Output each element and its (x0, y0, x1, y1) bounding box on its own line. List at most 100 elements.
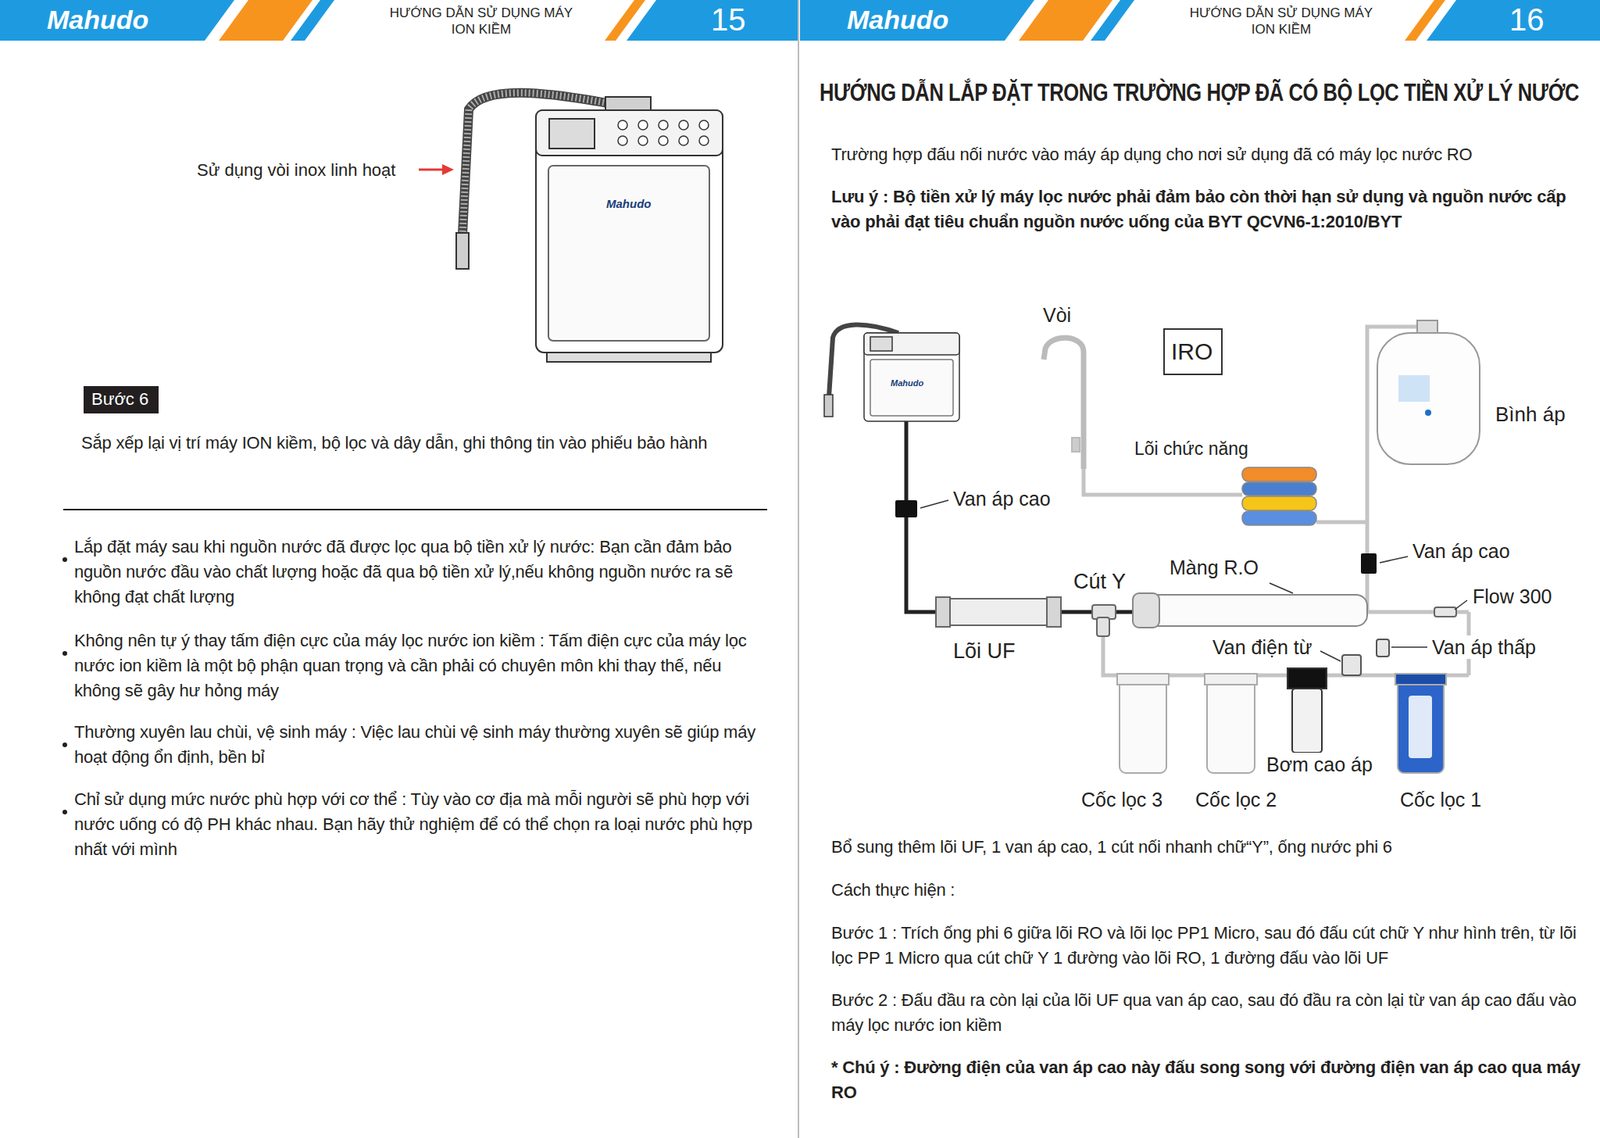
faucet (1071, 437, 1080, 452)
step-text: Bước 1 : Trích ống phi 6 giữa lõi RO và … (831, 920, 1582, 971)
solenoid-valves (1376, 639, 1390, 657)
bullet-text: Chỉ sử dụng mức nước phù hợp với cơ thể … (74, 786, 762, 862)
part-label: Lõi UF (951, 638, 1018, 664)
ion-machine (456, 92, 723, 362)
ion-machine (535, 110, 723, 353)
ion-machine (617, 120, 628, 130)
ion-machine-small (864, 332, 960, 355)
header-bar (0, 0, 235, 41)
ion-machine (638, 120, 648, 130)
uf-filter (935, 598, 1061, 625)
bullet-dots (62, 650, 68, 656)
uf-filter (935, 596, 950, 627)
function-filters (1242, 467, 1317, 525)
ion-machine (617, 120, 709, 146)
filter-housings (1119, 678, 1167, 773)
machine-logo: Mahudo (606, 196, 652, 211)
pointer-arrow (418, 168, 444, 172)
ro-membrane (1132, 594, 1368, 626)
faucet (1043, 337, 1084, 469)
part-label: Van áp cao (1410, 539, 1512, 563)
brand-logo: Mahudo (46, 3, 149, 36)
ion-machine (617, 135, 628, 146)
part-label: Cốc lọc 3 (1079, 787, 1165, 811)
node-text: Bước 6 (91, 389, 151, 410)
function-filters (1242, 496, 1317, 511)
leader-lines (1320, 650, 1341, 661)
note-text: Lưu ý : Bộ tiền xử lý máy lọc nước phải … (831, 184, 1582, 235)
part-label: Van điện từ (1210, 635, 1314, 659)
body-text: Bổ sung thêm lõi UF, 1 van áp cao, 1 cút… (831, 834, 1582, 860)
ion-machine (546, 352, 711, 362)
ion-machine (456, 232, 469, 269)
leader-lines (1454, 600, 1468, 610)
intro-text: Trường hợp đấu nối nước vào máy áp dụng … (831, 142, 1582, 168)
solenoid-valves (1342, 639, 1390, 675)
part-label: Màng R.O (1167, 555, 1261, 579)
page-number: 15 (710, 1, 747, 38)
filter-housings (1207, 678, 1255, 773)
page-divider (797, 0, 800, 1138)
header-bar (1426, 0, 1600, 41)
ion-machine (658, 120, 668, 130)
body-text: Cách thực hiện : (831, 877, 1582, 903)
faucet (1043, 337, 1084, 469)
ion-machine (678, 120, 689, 130)
header-text: HƯỚNG DẪN SỬ DỤNG MÁY ION KIỀM (1187, 4, 1375, 38)
ion-machine (658, 135, 668, 146)
flow-restrictor (1434, 607, 1457, 617)
bullet-dots (62, 742, 68, 747)
booster-pump (1287, 667, 1327, 753)
filter-housings (1408, 695, 1433, 758)
bullet-text: Thường xuyên lau chùi, vệ sinh máy : Việ… (74, 719, 762, 770)
header-bar (0, 0, 1600, 41)
bullet-text: Không nên tự ý thay tấm điện cực của máy… (74, 628, 762, 704)
pipes (1083, 326, 1469, 675)
part-label: Van áp thấp (1430, 635, 1538, 659)
part-label: Bình áp (1493, 402, 1568, 426)
leader-lines (920, 500, 1468, 661)
filter-housings (1117, 673, 1169, 685)
function-filters (1242, 482, 1317, 496)
ion-machine-small (864, 332, 960, 422)
pressure-tank (1377, 332, 1480, 465)
function-filters (1242, 467, 1317, 482)
node-text: IRO (1171, 337, 1215, 366)
bullet-dots (62, 809, 68, 815)
ion-machine (548, 165, 710, 341)
step-badge: Bước 6 (83, 385, 159, 414)
callout-label: Sử dụng vòi inox linh hoạt (196, 158, 396, 183)
header-text: HƯỚNG DẪN SỬ DỤNG MÁY ION KIỀM (387, 4, 575, 38)
part-label: Cốc lọc 2 (1193, 787, 1279, 811)
ion-machine (699, 135, 709, 146)
part-label: Cút Y (1071, 568, 1128, 594)
pipes (1103, 628, 1469, 675)
ion-machine-small (824, 394, 833, 417)
ro-membrane (1132, 592, 1368, 628)
solenoid-valves (1342, 654, 1361, 675)
machine-logo: Mahudo (890, 378, 924, 389)
header-bar (1404, 0, 1446, 41)
header-bar (604, 0, 646, 41)
pointer-arrow (442, 164, 454, 175)
step-text: Bước 2 : Đấu đầu ra còn lại của lõi UF q… (831, 987, 1582, 1038)
filter-housings (1397, 678, 1444, 773)
valve (1360, 553, 1377, 574)
pressure-tank (1417, 320, 1438, 333)
pipes (1316, 520, 1368, 525)
bullet-dots (62, 557, 68, 562)
leader-lines (920, 500, 949, 508)
ion-machine-small (824, 324, 960, 422)
brand-logo: Mahudo (846, 3, 949, 36)
header-bar (800, 0, 1035, 41)
part-label: Bơm cao áp (1264, 752, 1375, 776)
y-connector (1096, 617, 1110, 636)
flow-restrictor (1434, 607, 1457, 617)
header-bar (626, 0, 798, 41)
part-label: Cốc lọc 1 (1398, 787, 1483, 811)
part-label: Flow 300 (1471, 584, 1554, 608)
header-bar (290, 0, 335, 41)
leader-lines (1379, 556, 1408, 563)
ion-machine (678, 135, 689, 146)
